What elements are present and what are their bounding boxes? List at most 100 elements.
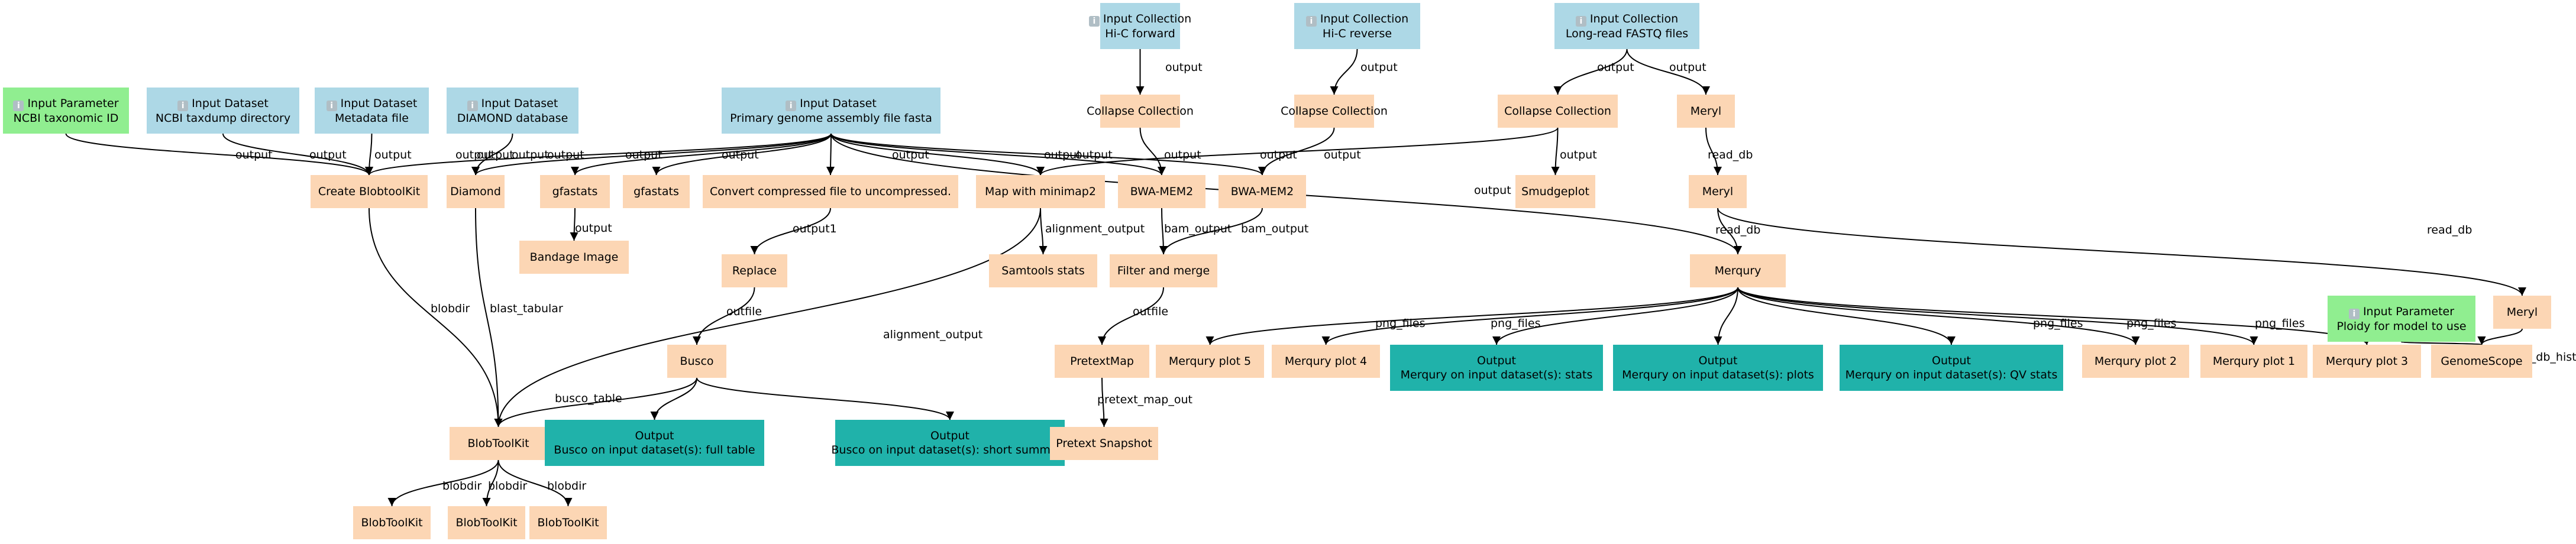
node-line1: Diamond [450, 185, 501, 198]
edge-merqury-to-out_stats [1492, 287, 1738, 345]
node-line1: Smudgeplot [1521, 185, 1589, 198]
node-line1: PretextMap [1070, 355, 1134, 368]
node-title: Busco [680, 354, 713, 368]
node-bwa1[interactable]: BWA-MEM2 [1118, 175, 1205, 208]
edge-label: output [892, 148, 929, 161]
edge-merqury-to-mplot5 [1205, 287, 1738, 345]
node-filter-merge[interactable]: Filter and merge [1110, 254, 1217, 287]
node-title: Output [1932, 354, 1971, 368]
edge-label: png_files [1491, 317, 1541, 330]
edge-gfastats1-to-bandage [570, 208, 578, 241]
edge-convert-to-replace [750, 208, 831, 255]
node-title: Filter and merge [1117, 264, 1210, 278]
node-btk-c[interactable]: BlobToolKit [529, 506, 607, 539]
node-meryl3[interactable]: Meryl [2493, 296, 2551, 329]
node-genomescope[interactable]: GenomeScope [2431, 345, 2532, 378]
node-line2: Busco on input dataset(s): short summary [831, 443, 1069, 456]
node-busco[interactable]: Busco [667, 345, 726, 378]
info-icon: i [2348, 308, 2360, 319]
edge-meryl3-to-genomescope [2477, 328, 2523, 345]
node-mplot3[interactable]: Merqury plot 3 [2313, 345, 2421, 378]
edge-diamond-to-blobtoolkit [475, 208, 503, 428]
info-icon: i [1088, 15, 1100, 27]
node-line1: Input Dataset [481, 96, 558, 110]
node-gfastats1[interactable]: gfastats [540, 175, 610, 208]
edge-collapse3-to-minimap2 [1036, 127, 1559, 176]
node-title: Create BlobtoolKit [318, 184, 420, 199]
node-line1: Meryl [1702, 185, 1734, 198]
node-meryl1[interactable]: Meryl [1677, 95, 1735, 128]
edge-metadata-to-create_btk [365, 133, 374, 176]
node-convert[interactable]: Convert compressed file to uncompressed. [703, 175, 958, 208]
node-line1: Create BlobtoolKit [318, 185, 421, 198]
node-mplot4[interactable]: Merqury plot 4 [1272, 345, 1380, 378]
node-mplot2[interactable]: Merqury plot 2 [2082, 345, 2189, 378]
node-title: Collapse Collection [1087, 104, 1194, 118]
node-minimap2[interactable]: Map with minimap2 [976, 175, 1105, 208]
node-collapse3[interactable]: Collapse Collection [1498, 95, 1618, 128]
node-title: BlobToolKit [361, 516, 422, 530]
node-line1: Merqury plot 5 [1168, 355, 1252, 368]
info-icon: i [1305, 15, 1317, 27]
node-pretext-snap[interactable]: Pretext Snapshot [1050, 427, 1158, 460]
node-line1: Merqury plot 4 [1284, 355, 1368, 368]
edge-busco-to-out_busco_full [650, 377, 697, 420]
node-pretextmap[interactable]: PretextMap [1055, 345, 1149, 378]
node-line2: Hi-C reverse [1322, 27, 1392, 40]
node-line1: Collapse Collection [1504, 105, 1611, 118]
edge-label: output [625, 148, 662, 161]
node-title: Pretext Snapshot [1056, 436, 1152, 451]
edge-label: output [1360, 61, 1398, 74]
node-title: BlobToolKit [455, 516, 517, 530]
node-mplot1[interactable]: Merqury plot 1 [2200, 345, 2307, 378]
edge-label: read_db [2427, 224, 2472, 237]
node-line1: Collapse Collection [1087, 105, 1194, 118]
edge-blobtoolkit-to-btk_a [387, 459, 499, 507]
edge-label: blobdir [488, 480, 527, 493]
node-merqury[interactable]: Merqury [1690, 254, 1786, 287]
node-collapse1[interactable]: Collapse Collection [1087, 95, 1194, 128]
node-bwa2[interactable]: BWA-MEM2 [1218, 175, 1306, 208]
info-icon: i [1575, 15, 1586, 27]
node-bandage[interactable]: Bandage Image [519, 241, 629, 274]
node-replace[interactable]: Replace [722, 254, 787, 287]
node-diamond[interactable]: Diamond [447, 175, 505, 208]
node-title: Output [635, 429, 674, 443]
node-line1: Replace [732, 264, 777, 277]
node-create-btk[interactable]: Create BlobtoolKit [311, 175, 428, 208]
node-mplot5[interactable]: Merqury plot 5 [1156, 345, 1264, 378]
node-smudgeplot[interactable]: Smudgeplot [1515, 175, 1595, 208]
edge-label: png_files [2126, 317, 2177, 330]
edge-label: read_db [1708, 148, 1753, 161]
node-blobtoolkit[interactable]: BlobToolKit [450, 427, 547, 460]
edge-label: output [575, 222, 612, 235]
node-meryl2[interactable]: Meryl [1689, 175, 1747, 208]
node-samtools[interactable]: Samtools stats [989, 254, 1097, 287]
node-line1: Output [635, 429, 674, 442]
edge-genome-to-diamond [471, 133, 832, 176]
node-collapse2[interactable]: Collapse Collection [1281, 95, 1388, 128]
node-gfastats2[interactable]: gfastats [623, 175, 690, 208]
node-btk-a[interactable]: BlobToolKit [353, 506, 431, 539]
node-btk-b[interactable]: BlobToolKit [448, 506, 525, 539]
node-line1: Output [1698, 354, 1738, 367]
node-line2: Ploidy for model to use [2336, 319, 2467, 333]
